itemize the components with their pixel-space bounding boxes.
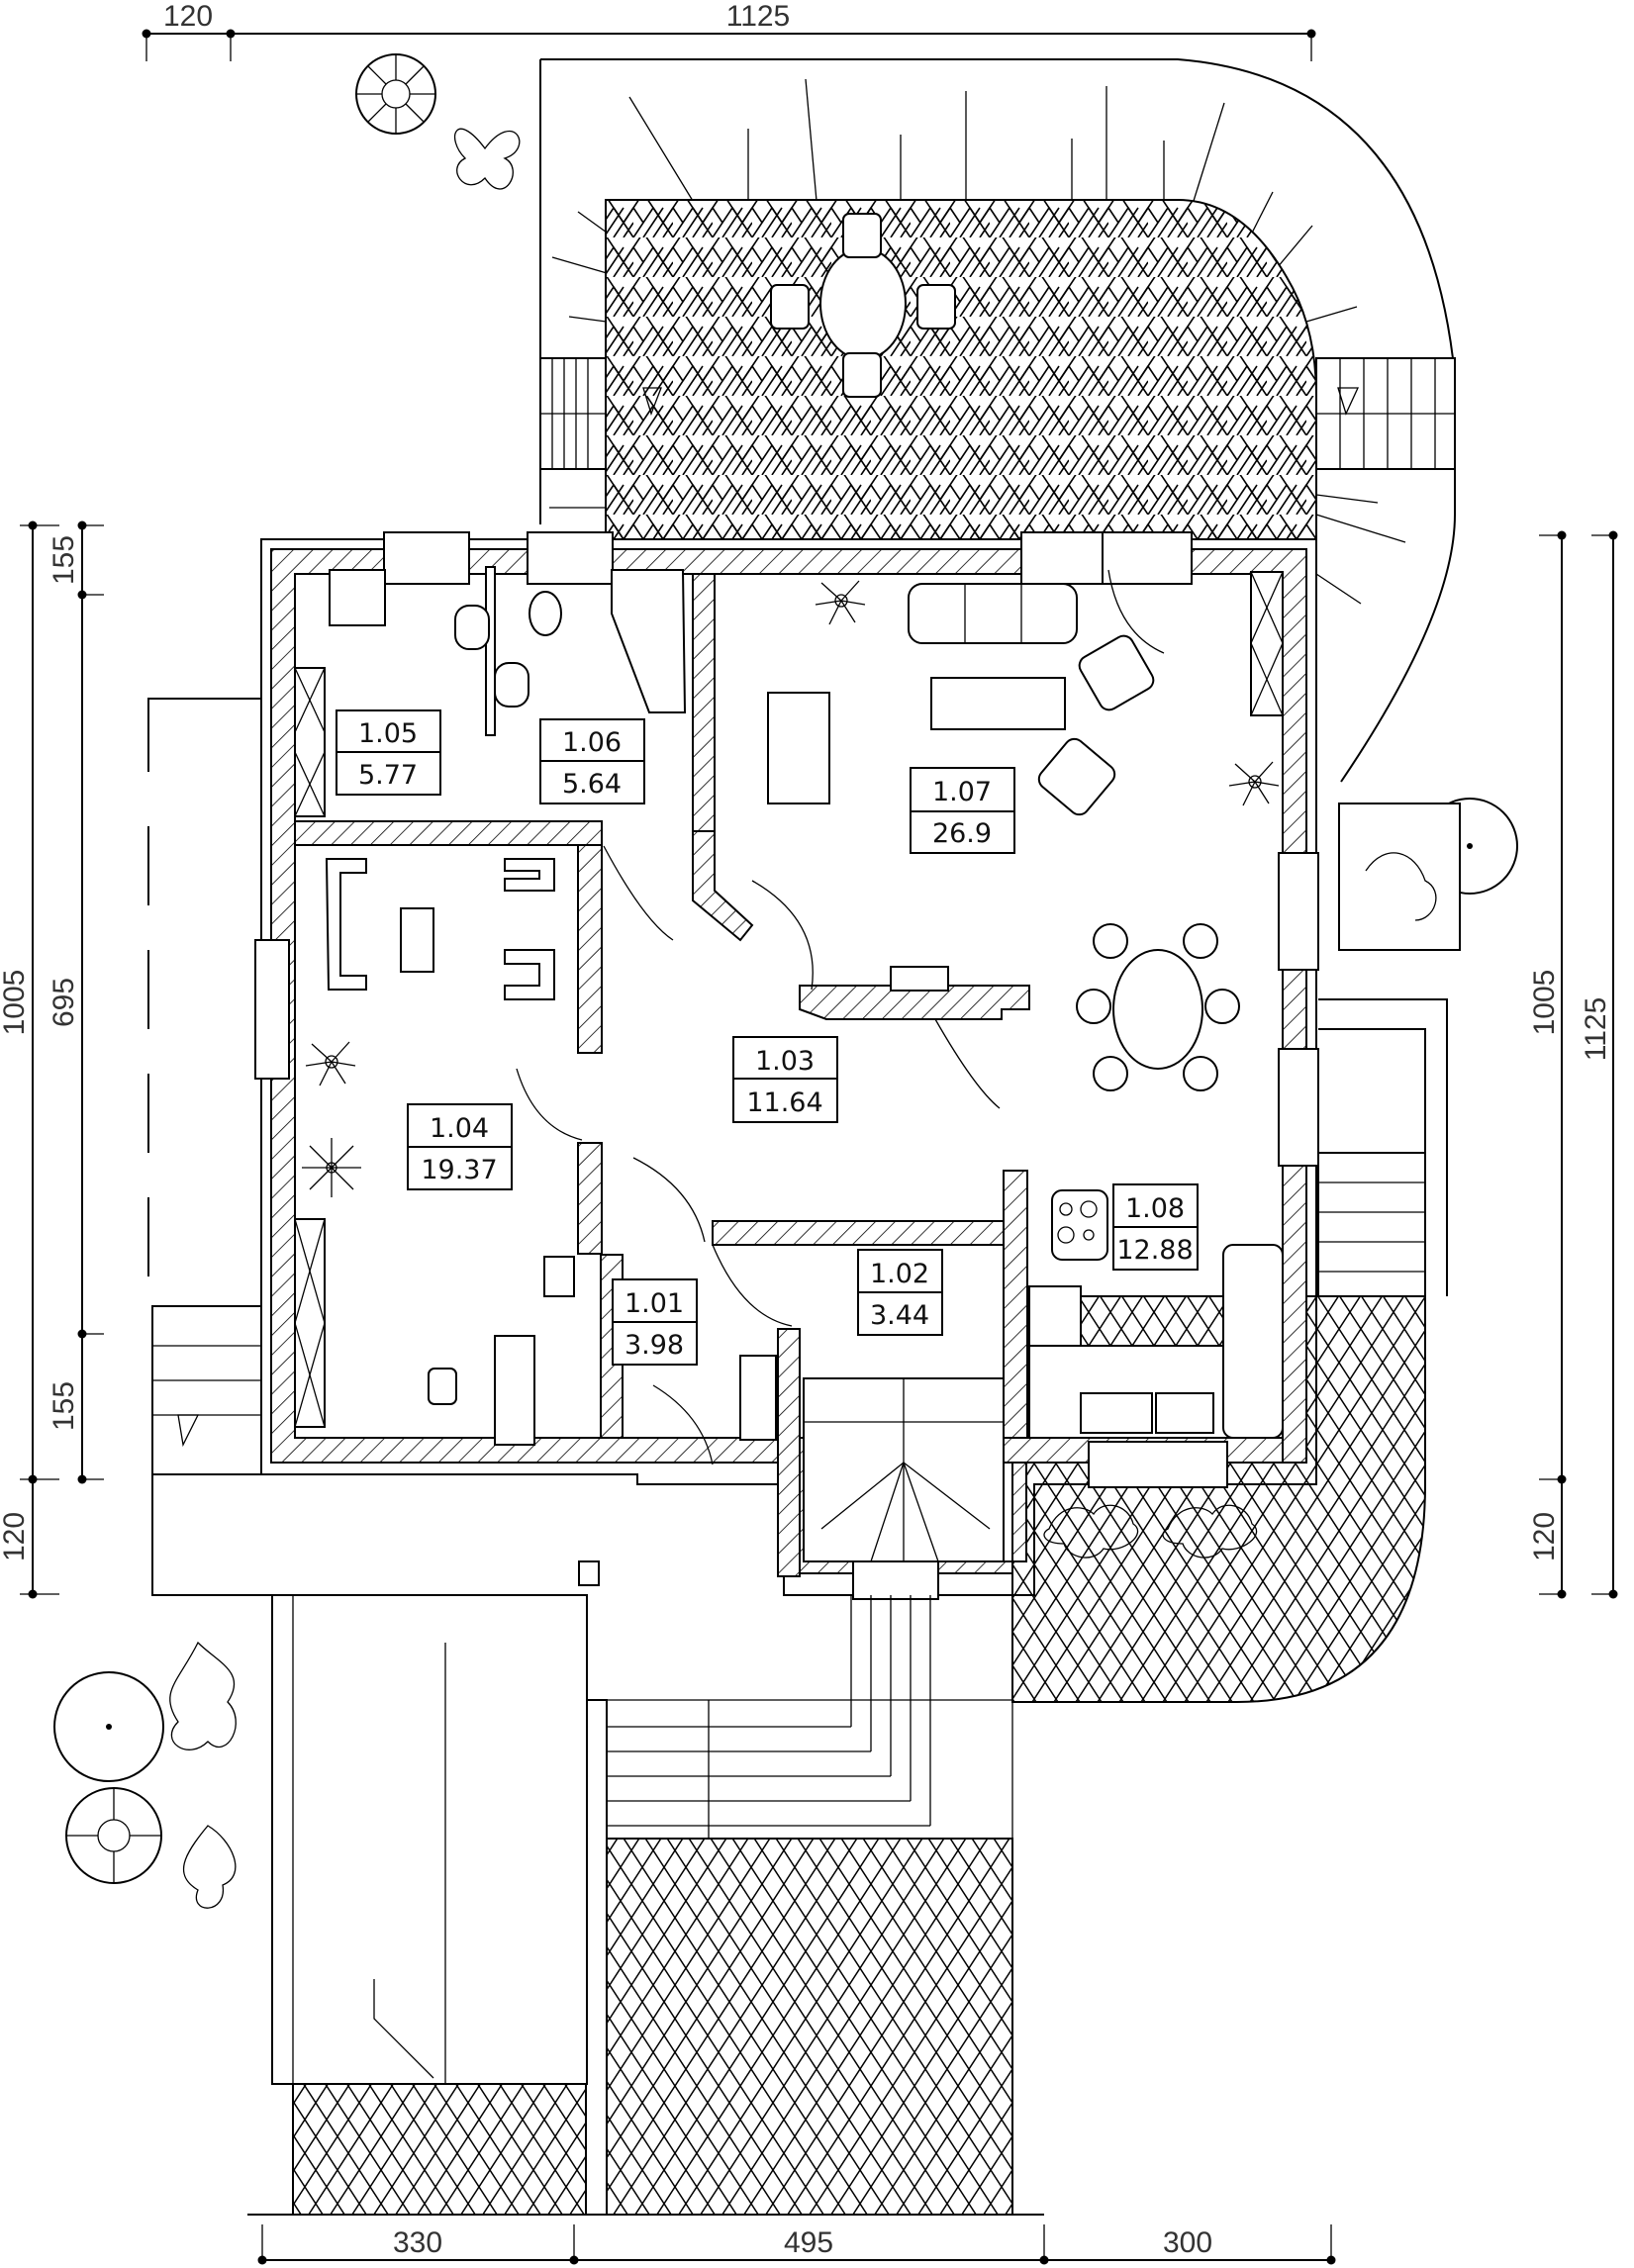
room-1-08-kitchen <box>1028 1189 1284 1439</box>
dim-right-1005: 1005 <box>1528 970 1561 1036</box>
potted-plant-icon <box>305 1041 356 1087</box>
room-number: 1.05 <box>358 718 418 749</box>
tree-icon <box>53 1671 164 1782</box>
left-boundary <box>147 698 261 1276</box>
dimension-right: 1005 120 1125 <box>1528 530 1618 1599</box>
dim-left-155-bottom: 155 <box>48 1381 80 1431</box>
room-area: 26.9 <box>932 818 992 849</box>
terrace-paving <box>605 199 1317 540</box>
paving-bottom-center <box>606 1838 1013 2216</box>
dim-bottom-300: 300 <box>1163 2226 1212 2259</box>
paving-bottom-left <box>292 2083 587 2216</box>
room-label-1-06: 1.06 5.64 <box>539 718 645 804</box>
potted-plant-icon <box>302 1138 361 1197</box>
dimension-bottom: 330 495 300 <box>257 2224 1336 2265</box>
dimension-top: 120 1125 <box>142 0 1316 61</box>
entrance-area <box>151 1305 1013 2085</box>
room-area: 5.77 <box>358 760 418 791</box>
dim-right-120: 120 <box>1528 1512 1561 1561</box>
shrub-icon <box>1043 1504 1139 1559</box>
staircase <box>739 1355 1005 1562</box>
plant-icon <box>355 53 436 135</box>
dim-top-120: 120 <box>163 0 213 33</box>
room-1-07-furniture <box>767 571 1284 1091</box>
shrub-icon <box>1162 1504 1258 1559</box>
room-label-1-08: 1.08 12.88 <box>1112 1183 1199 1271</box>
dim-bottom-330: 330 <box>393 2226 442 2259</box>
dim-right-1125: 1125 <box>1580 997 1612 1062</box>
room-number: 1.03 <box>755 1046 815 1077</box>
room-number: 1.08 <box>1125 1193 1185 1224</box>
room-area: 11.64 <box>746 1087 822 1118</box>
dim-left-120: 120 <box>0 1512 31 1561</box>
room-1-06-fixtures <box>494 569 687 713</box>
dim-left-155-top: 155 <box>48 535 80 585</box>
potted-plant-icon <box>815 580 866 625</box>
room-area: 3.44 <box>870 1300 929 1331</box>
dim-top-1125: 1125 <box>726 0 791 33</box>
plant-icon <box>169 1641 237 1750</box>
room-number: 1.07 <box>932 777 992 807</box>
plant-icon <box>453 128 521 190</box>
dim-bottom-495: 495 <box>784 2226 833 2259</box>
plant-icons <box>53 53 1518 1909</box>
terrace-rays <box>549 78 1406 605</box>
room-label-1-01: 1.01 3.98 <box>612 1278 698 1366</box>
terrace-steps-left <box>539 357 662 470</box>
room-area: 12.88 <box>1116 1235 1193 1266</box>
terrace-table-set <box>770 213 956 398</box>
room-label-1-07: 1.07 26.9 <box>910 767 1015 854</box>
room-label-1-04: 1.04 19.37 <box>407 1103 513 1190</box>
room-area: 5.64 <box>562 769 622 800</box>
terrace-steps-right <box>1315 357 1456 470</box>
side-steps-right <box>1317 998 1448 1297</box>
potted-plant-icon <box>1228 761 1280 806</box>
room-number: 1.04 <box>430 1113 489 1144</box>
room-area: 19.37 <box>421 1155 497 1185</box>
room-label-1-03: 1.03 11.64 <box>732 1036 838 1123</box>
room-label-1-05: 1.05 5.77 <box>336 709 441 796</box>
room-number: 1.06 <box>562 727 622 758</box>
room-area: 3.98 <box>625 1330 684 1361</box>
dim-left-1005: 1005 <box>0 970 31 1036</box>
room-1-04-furniture <box>294 858 575 1446</box>
dimension-left: 1005 120 155 695 155 <box>0 520 104 1599</box>
dim-left-695: 695 <box>48 978 80 1027</box>
room-number: 1.02 <box>870 1259 929 1289</box>
plant-icon <box>65 1787 162 1884</box>
plant-icon <box>182 1825 237 1909</box>
windows <box>254 531 1319 1600</box>
room-label-1-02: 1.02 3.44 <box>857 1249 943 1336</box>
planter-icon <box>1338 803 1461 951</box>
door-swings <box>516 569 1165 1465</box>
room-number: 1.01 <box>625 1288 684 1319</box>
front-steps <box>607 1595 1013 1839</box>
room-1-05-fixtures <box>294 566 496 817</box>
